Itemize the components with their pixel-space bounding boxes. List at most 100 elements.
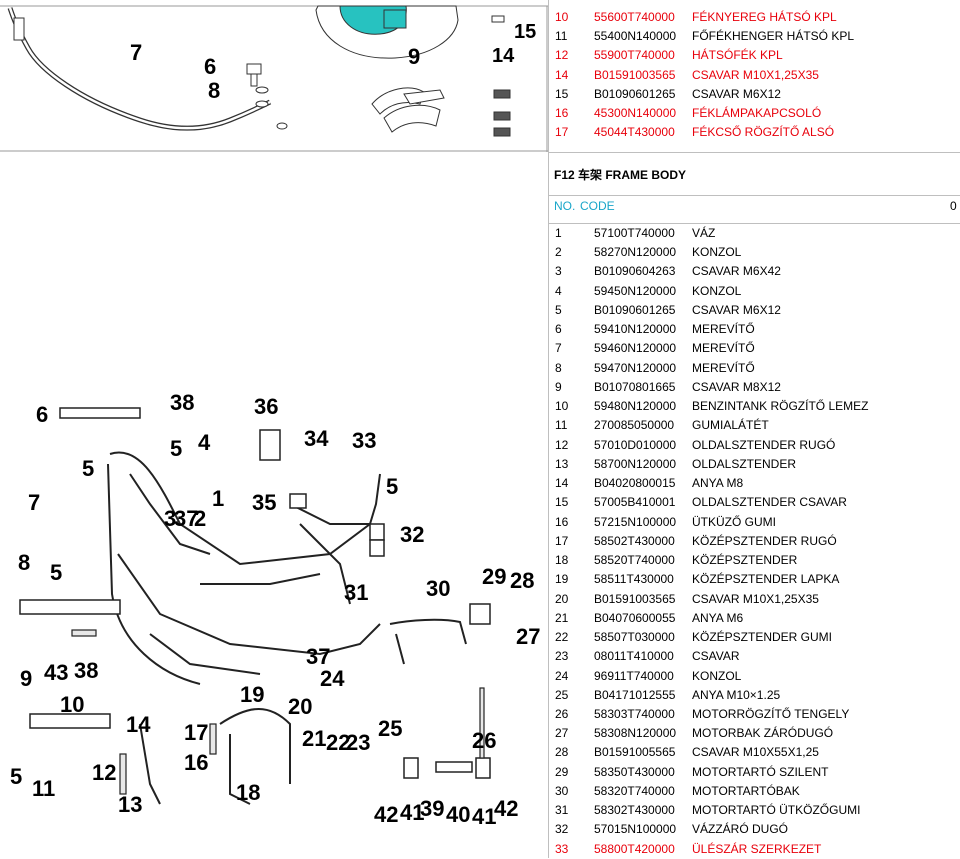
part-description: MOTORTARTÓ ÜTKÖZŐGUMI <box>692 803 861 818</box>
part-description: MOTORTARTÓBAK <box>692 783 800 798</box>
frame-callout-25: 25 <box>378 716 402 741</box>
frame-callout-5c: 5 <box>386 474 398 499</box>
bolt-stack <box>491 15 511 137</box>
frame-callout-42b: 42 <box>494 796 518 821</box>
callout-14: 14 <box>492 45 515 67</box>
frame-callout-37b: 37 <box>306 644 330 669</box>
part-code: 59460N120000 <box>594 341 677 356</box>
frame-callout-18: 18 <box>236 780 260 805</box>
frame-callout-11: 11 <box>32 776 55 801</box>
part-code: 58320T740000 <box>594 783 675 798</box>
part-number: 14 <box>555 476 569 491</box>
part-number: 32 <box>555 822 569 837</box>
frame-callout-5d: 5 <box>50 560 62 585</box>
part-number: 15 <box>555 495 569 510</box>
part-number: 18 <box>555 553 569 568</box>
part-description: CSAVAR M10X1,25X35 <box>692 67 819 82</box>
part-description: MOTORTARTÓ SZILENT <box>692 764 829 779</box>
part-description: OLDALSZTENDER <box>692 456 797 471</box>
part-code: 96911T740000 <box>594 668 674 683</box>
part-code: B01591003565 <box>594 67 676 82</box>
part-number: 16 <box>555 514 569 529</box>
frame-body-illustration: 1 2 3 4 5 5 5 5 5 6 7 8 9 10 11 12 13 14… <box>10 390 540 829</box>
part-description: KÖZÉPSZTENDER RUGÓ <box>692 533 837 548</box>
part-number: 20 <box>555 591 569 606</box>
frame-callout-29: 29 <box>482 564 506 589</box>
column-header-no: NO. <box>554 199 576 213</box>
part-number: 24 <box>555 668 569 683</box>
part-code: B04020800015 <box>594 476 676 491</box>
frame-callout-5e: 5 <box>10 764 22 789</box>
part-description: FÉKCSŐ RÖGZÍTŐ ALSÓ <box>692 125 835 140</box>
part-number: 21 <box>555 610 569 625</box>
divider-header-bottom <box>548 223 960 224</box>
part-description: ÜTKÜZŐ GUMI <box>692 514 776 529</box>
frame-callout-12: 12 <box>92 760 116 785</box>
part-code: 57215N100000 <box>594 514 677 529</box>
part-number: 14 <box>555 67 569 82</box>
part-code: 45044T430000 <box>594 125 675 140</box>
part-number: 6 <box>555 322 562 337</box>
part-number: 16 <box>555 106 569 120</box>
part-description: KÖZÉPSZTENDER <box>692 553 798 568</box>
callout-8: 8 <box>208 78 220 103</box>
part-code: 45300N140000 <box>594 106 677 120</box>
part-number: 7 <box>555 341 562 356</box>
part-code: 58302T430000 <box>594 803 675 818</box>
part-number: 15 <box>555 86 569 101</box>
part-description: CSAVAR M6X42 <box>692 264 781 279</box>
part-code: 58507T030000 <box>594 630 675 645</box>
part-number: 12 <box>555 437 569 452</box>
part-number: 23 <box>555 649 569 664</box>
part-number: 17 <box>555 533 569 548</box>
frame-callout-24: 24 <box>320 666 345 691</box>
part-code: 58511T430000 <box>594 572 674 587</box>
part-description: FÉKNYEREG HÁTSÓ KPL <box>692 10 837 24</box>
part-description: KONZOL <box>692 245 742 260</box>
part-code: 57005B410001 <box>594 495 676 510</box>
part-description: KONZOL <box>692 283 742 298</box>
part-number: 31 <box>555 803 569 818</box>
brake-switch-part <box>13 17 288 130</box>
part-code: 55900T740000 <box>594 48 675 63</box>
part-code: 59480N120000 <box>594 399 677 414</box>
part-code: 08011T410000 <box>594 649 674 664</box>
frame-callout-23: 23 <box>346 730 370 755</box>
part-code: B04171012555 <box>594 687 676 702</box>
frame-callout-39: 39 <box>420 796 444 821</box>
part-code: B01090601265 <box>594 302 676 317</box>
frame-callout-8: 8 <box>18 550 30 575</box>
part-description: ANYA M6 <box>692 610 744 625</box>
part-code: 58700N120000 <box>594 456 677 471</box>
frame-callout-33: 33 <box>352 428 376 453</box>
part-code: 59450N120000 <box>594 283 677 298</box>
part-description: CSAVAR M10X1,25X35 <box>692 591 819 606</box>
part-code: 58520T740000 <box>594 553 675 568</box>
part-description: FŐFÉKHENGER HÁTSÓ KPL <box>692 29 855 44</box>
table-row: 16 57215N100000 ÜTKÜZŐ GUMI <box>548 513 960 532</box>
part-description: CSAVAR M6X12 <box>692 302 781 317</box>
frame-callout-28: 28 <box>510 568 534 593</box>
part-code: 59410N120000 <box>594 322 677 337</box>
part-number: 17 <box>555 125 569 140</box>
frame-callout-5b: 5 <box>170 436 182 461</box>
